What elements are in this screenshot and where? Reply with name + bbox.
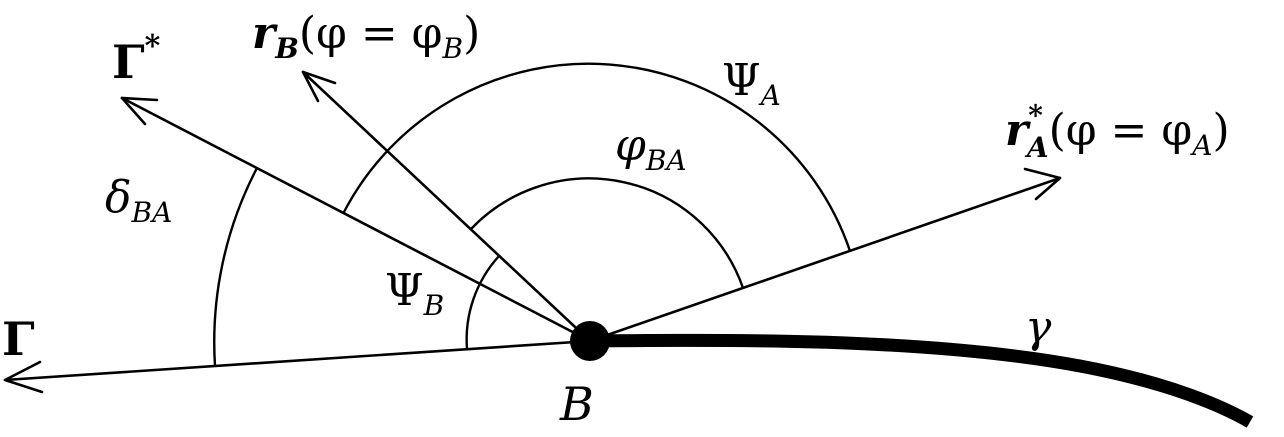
gamma-curve-label: γ: [1025, 302, 1052, 353]
delta-ba-label: δBA: [105, 172, 172, 229]
trajectory-gamma-curve: [589, 333, 1254, 428]
r-a-star-label: r*A(φ = φA): [1005, 99, 1230, 164]
r-b-ray: [301, 70, 592, 343]
gamma-star-ray-arrowhead: [120, 96, 159, 126]
gamma-star-ray: [120, 96, 592, 343]
psi-a-arc: [342, 62, 852, 252]
psi-a-label: ΨA: [722, 55, 781, 112]
r-b-label: rB(φ = φB): [252, 8, 480, 65]
gamma-label: Γ: [2, 312, 35, 366]
gamma-ray: [3, 339, 592, 382]
gamma-ray-arrowhead: [3, 360, 44, 394]
gamma-star-label: Γ*: [112, 29, 161, 89]
r-b-ray-arrowhead: [301, 70, 337, 103]
phi-ba-label: φBA: [615, 120, 687, 177]
phi-ba-arc: [470, 177, 745, 289]
point-b-dot: [570, 321, 610, 361]
delta-ba-arc: [213, 167, 259, 367]
r-a-star-ray-arrowhead: [1023, 167, 1062, 201]
psi-b-label: ΨB: [385, 265, 444, 322]
r-a-star-ray: [588, 176, 1062, 343]
psi-b-arc: [465, 255, 500, 350]
point-b-label: B: [559, 377, 594, 431]
